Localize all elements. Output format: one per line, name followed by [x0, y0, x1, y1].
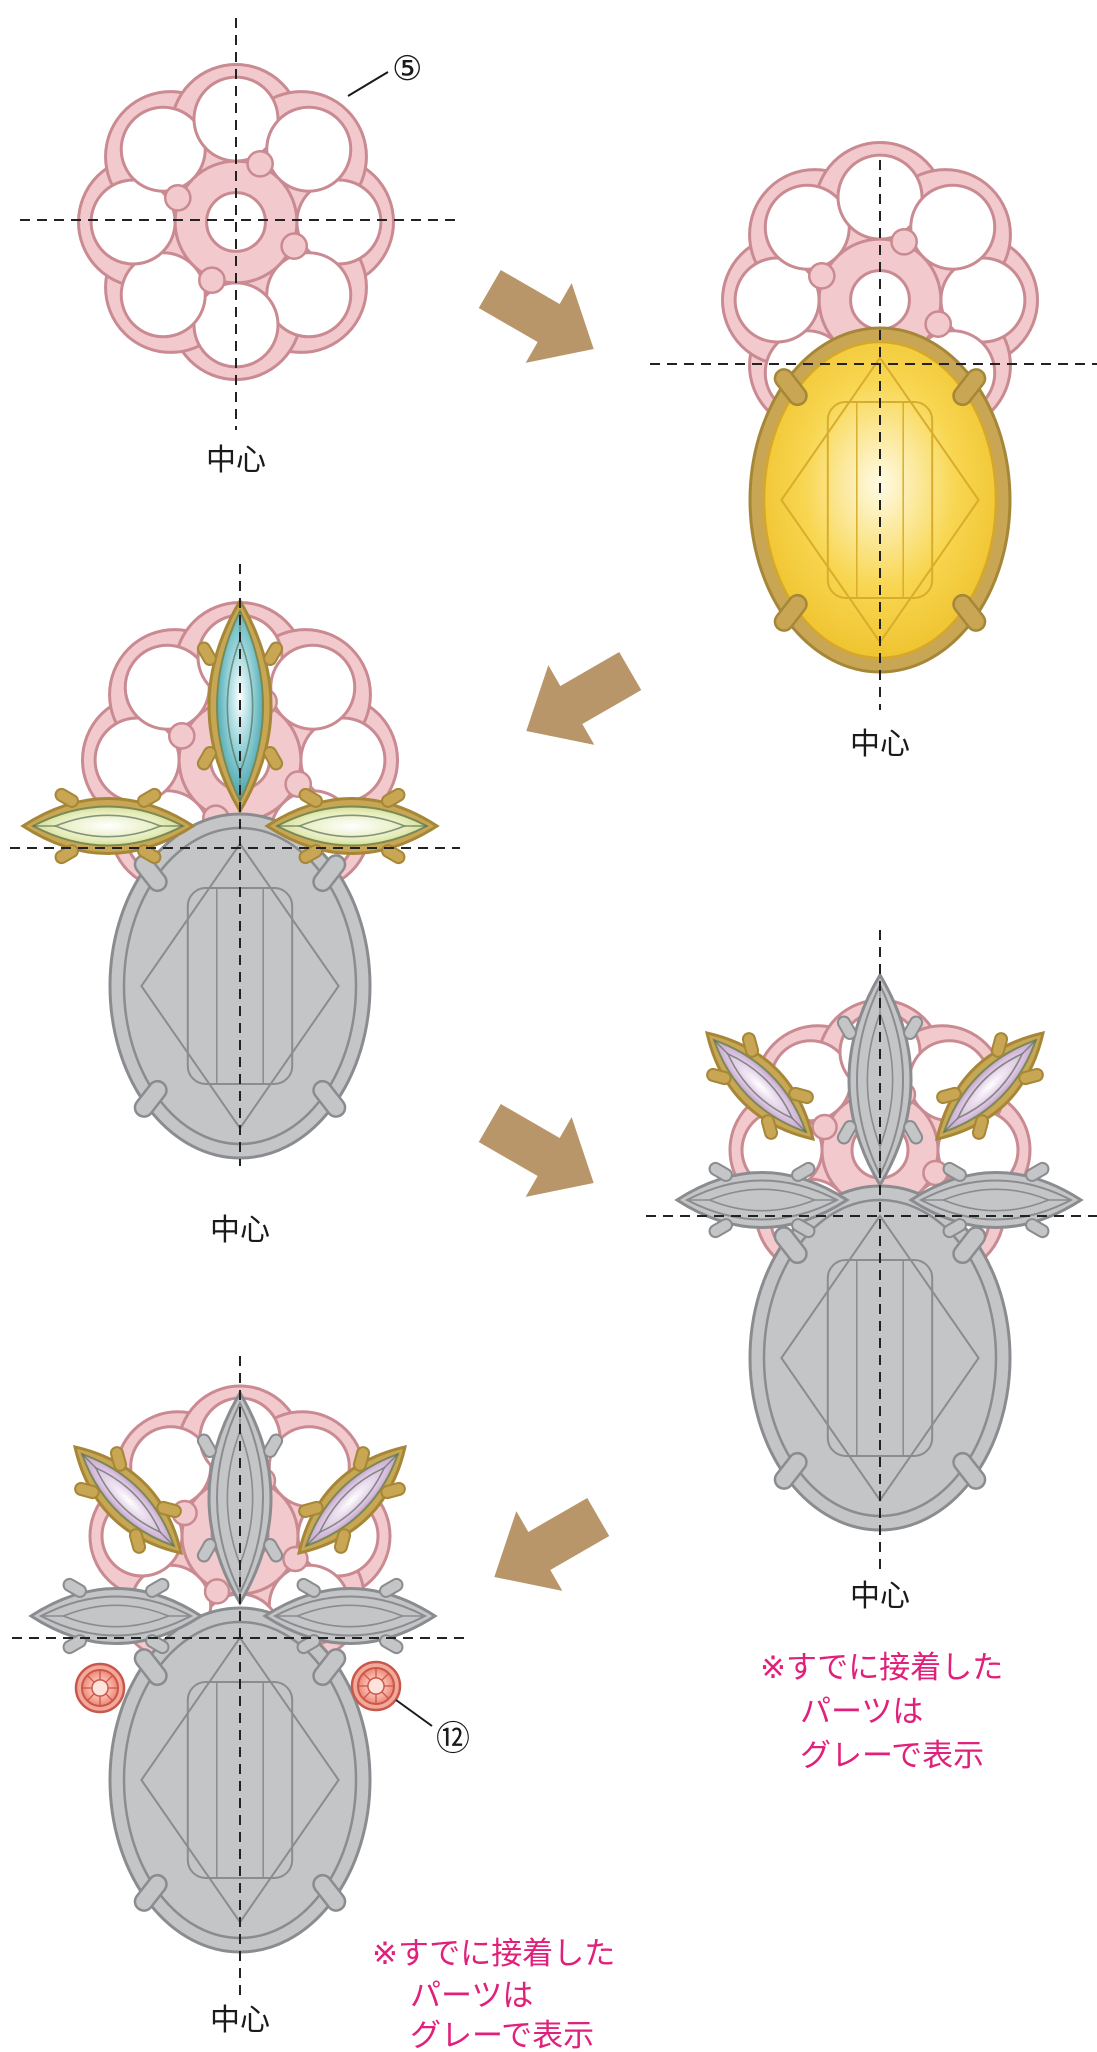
- note-line1: ※すでに接着した: [760, 1650, 1003, 1686]
- marquise-prong: [380, 843, 407, 865]
- lace-dot: [205, 1579, 229, 1603]
- marquise-prong: [1024, 1217, 1051, 1239]
- lace-dot: [248, 151, 273, 176]
- part-5-label: ⑤: [392, 49, 422, 89]
- round-stone: [352, 1662, 400, 1710]
- round-table: [368, 1678, 384, 1694]
- center-label-step4: 中心: [850, 1579, 910, 1614]
- step-4: [646, 930, 1097, 1570]
- arrow-down-right-icon: [467, 1083, 617, 1223]
- arrow-down-left-icon: [503, 631, 653, 771]
- lace-dot: [199, 268, 224, 293]
- arrow-down-right-icon: [467, 249, 617, 389]
- part-5-callout: ⑤: [348, 49, 422, 96]
- note-line2: パーツは: [410, 1978, 533, 2014]
- lace-dot: [165, 185, 190, 210]
- marquise-prong: [61, 1577, 88, 1599]
- step-5: [12, 1356, 470, 2000]
- lace-dot: [892, 229, 917, 254]
- marquise-prong: [707, 1217, 734, 1239]
- center-label-step2: 中心: [850, 727, 910, 762]
- lace-dot: [169, 723, 194, 748]
- note-line3: グレーで表示: [410, 2018, 594, 2052]
- arrow-down-left-icon: [471, 1477, 621, 1617]
- marquise-prong: [61, 1633, 88, 1655]
- note-step4: ※すでに接着した パーツは グレーで表示: [760, 1650, 1003, 1774]
- note-line2: パーツは: [800, 1694, 923, 1730]
- lace-dot: [813, 1115, 837, 1139]
- marquise-prong: [53, 787, 80, 809]
- note-line1: ※すでに接着した: [372, 1936, 615, 1972]
- marquise-prong: [53, 843, 80, 865]
- oval-stone-attached: [110, 814, 370, 1158]
- lace-dot: [926, 312, 951, 337]
- step-3: [10, 564, 460, 1166]
- round-table: [92, 1680, 108, 1696]
- center-label-step3: 中心: [210, 1213, 270, 1248]
- lace-dot: [282, 234, 307, 259]
- marquise-prong: [378, 1577, 405, 1599]
- center-label-step5: 中心: [210, 2003, 270, 2038]
- arrow-shape: [467, 1083, 617, 1223]
- lace-dot: [809, 263, 834, 288]
- arrow-shape: [471, 1477, 621, 1617]
- step-2: [650, 143, 1097, 711]
- note-line3: グレーで表示: [800, 1738, 984, 1774]
- note-step5: ※すでに接着した パーツは グレーで表示: [372, 1936, 615, 2052]
- marquise-prong: [378, 1633, 405, 1655]
- part-12-callout: ⑫: [396, 1700, 470, 1759]
- round-stone: [76, 1664, 124, 1712]
- arrow-shape: [503, 631, 653, 771]
- arrows-layer: [467, 249, 653, 1617]
- center-label-step1: 中心: [206, 443, 266, 478]
- part-12-label: ⑫: [436, 1719, 470, 1759]
- arrow-shape: [467, 249, 617, 389]
